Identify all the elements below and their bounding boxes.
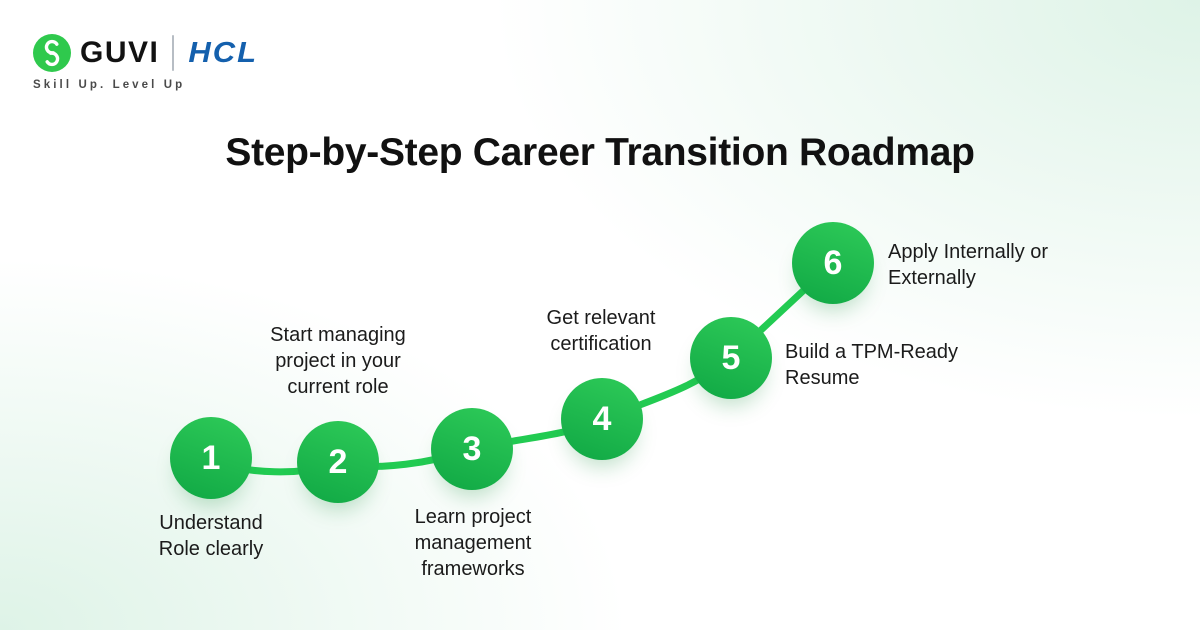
logo-divider — [172, 35, 175, 71]
step-number-6: 6 — [823, 244, 843, 282]
step-circle-3: 3 — [431, 408, 513, 490]
guvi-g-glyph — [33, 34, 71, 72]
step-circle-5: 5 — [690, 317, 772, 399]
step-number-1: 1 — [201, 439, 221, 477]
step-number-3: 3 — [462, 430, 482, 468]
step-number-2: 2 — [328, 443, 348, 481]
step-label-3: Learn project management frameworks — [414, 506, 532, 580]
step-circle-1: 1 — [170, 417, 252, 499]
step-label-5: Build a TPM-Ready Resume — [785, 341, 959, 389]
guvi-logo-icon — [33, 34, 71, 72]
brand-logo: GUVI HCL Skill Up. Level Up — [33, 34, 258, 91]
page-title: Step-by-Step Career Transition Roadmap — [225, 131, 975, 174]
step-circle-6: 6 — [792, 222, 874, 304]
step-number-5: 5 — [721, 339, 741, 377]
step-label-2: Start managing project in your current r… — [270, 324, 406, 398]
step-circle-2: 2 — [297, 421, 379, 503]
step-circle-4: 4 — [561, 378, 643, 460]
logo-tagline: Skill Up. Level Up — [33, 79, 186, 91]
logo-row: GUVI HCL — [33, 34, 258, 72]
step-label-4: Get relevant certification — [546, 307, 656, 355]
guvi-logo-text: GUVI — [80, 36, 160, 69]
step-label-1: Understand Role clearly — [158, 512, 264, 560]
hcl-logo-text: HCL — [188, 36, 259, 69]
step-label-6: Apply Internally or Externally — [888, 241, 1049, 289]
step-number-4: 4 — [592, 400, 612, 438]
